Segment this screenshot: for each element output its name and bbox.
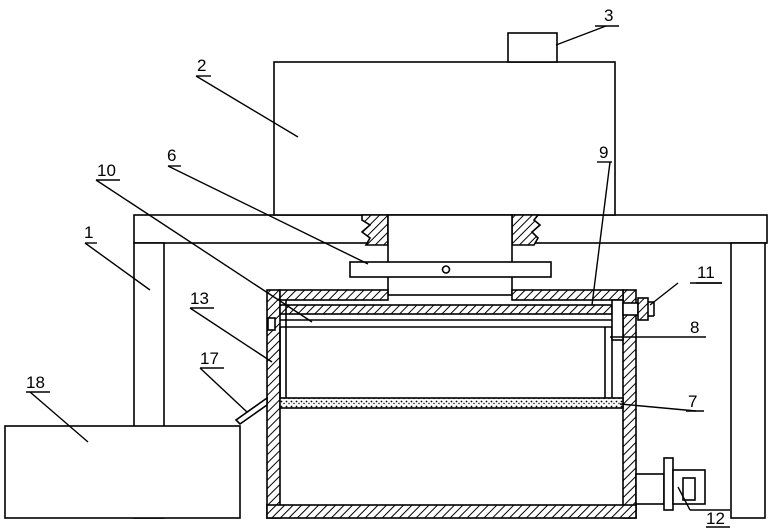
leader-lines: [29, 25, 730, 511]
label-3: 3: [604, 6, 613, 25]
labels: 1 2 3 6 7 8 9 10 11 12 13 17 18: [26, 6, 725, 528]
collector-box: [4, 425, 241, 519]
bolt-icon: [441, 265, 451, 274]
valve: [635, 457, 706, 511]
label-6: 6: [167, 146, 176, 165]
tank: [266, 289, 637, 519]
housing: [273, 61, 616, 216]
label-underlines: [26, 25, 722, 412]
chute: [234, 396, 268, 426]
shaft-block: [387, 214, 513, 296]
label-17: 17: [200, 349, 219, 368]
bracket-right: [611, 299, 624, 341]
label-12: 12: [706, 509, 725, 528]
label-8: 8: [690, 318, 699, 337]
label-13: 13: [190, 289, 209, 308]
filter-layer: [279, 397, 624, 409]
right-collar: [511, 214, 542, 246]
label-9: 9: [599, 143, 608, 162]
label-1: 1: [84, 223, 93, 242]
label-2: 2: [197, 56, 206, 75]
knob: [622, 297, 655, 321]
label-10: 10: [97, 161, 116, 180]
label-11: 11: [697, 263, 715, 282]
label-18: 18: [26, 373, 45, 392]
screen: [279, 304, 613, 315]
label-7: 7: [688, 392, 697, 411]
clip-left: [267, 317, 276, 331]
motor: [507, 32, 558, 63]
plate: [349, 261, 552, 278]
